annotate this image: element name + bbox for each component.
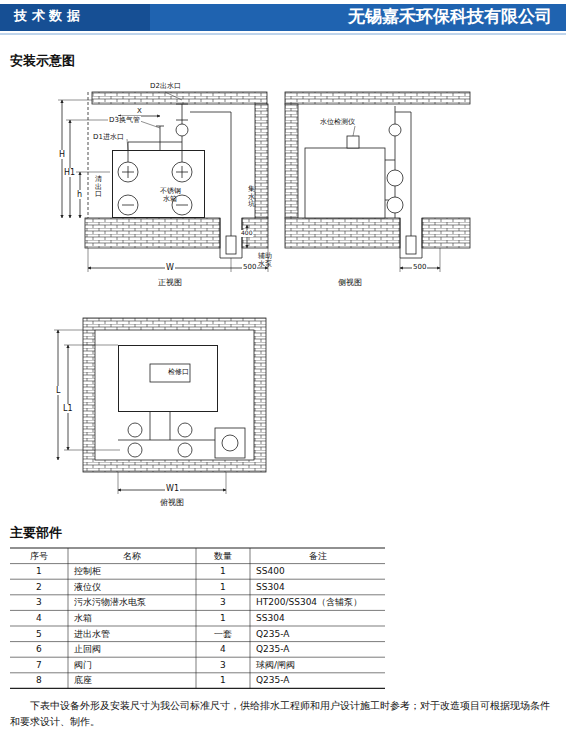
table-rule <box>10 688 385 689</box>
table-cell: Q235-A <box>256 675 289 685</box>
table-cell: Q235-A <box>256 629 289 639</box>
table-cell: 4 <box>36 613 42 623</box>
dimension-label: 400 <box>240 230 253 237</box>
table-rule <box>10 547 385 548</box>
table-rule <box>10 672 385 673</box>
table-cell: Q235-A <box>256 644 289 654</box>
table-rule <box>10 594 385 595</box>
dimension-label: 500 <box>412 263 427 271</box>
table-rule <box>68 548 69 688</box>
table-cell: 污水污物潜水电泵 <box>74 597 146 607</box>
table-cell: 控制柜 <box>74 566 101 576</box>
dimension-label: L1 <box>62 404 74 413</box>
table-cell: 1 <box>220 675 226 685</box>
water-tank: 不锈钢水箱 <box>112 150 205 218</box>
dimension-label: h <box>76 190 83 199</box>
table-cell: 阀门 <box>74 660 92 670</box>
header-title: 技 术 数 据 <box>14 9 80 24</box>
dimension-label: W <box>165 263 175 272</box>
table-cell: 6 <box>36 644 42 654</box>
table-cell: 一套 <box>214 629 232 639</box>
dimension-label: D1进水口 <box>92 133 125 141</box>
dimension-label: H1 <box>63 168 76 177</box>
dimension-label: X <box>136 107 143 115</box>
table-cell: 3 <box>36 597 42 607</box>
drawing-label: 俯视图 <box>160 498 184 507</box>
table-cell: 1 <box>220 613 226 623</box>
table-rule <box>10 657 385 658</box>
table-cell: HT200/SS304（含辅泵） <box>256 597 362 607</box>
drawing-label: 侧视图 <box>338 278 362 287</box>
dimension-label: L <box>55 386 61 395</box>
drawing-label: 主要部件 <box>10 526 62 541</box>
table-cell: 水箱 <box>74 613 92 623</box>
table-rule <box>196 548 197 688</box>
table-cell: 2 <box>36 582 42 592</box>
drawing-label: 正视图 <box>158 278 182 287</box>
table-cell: 名称 <box>123 551 141 561</box>
table-cell: 1 <box>220 566 226 576</box>
table-cell: 8 <box>36 675 42 685</box>
drawing-label: 下表中设备外形及安装尺寸为我公司标准尺寸，供给排水工程师和用户设计施工时参考；对… <box>10 698 556 730</box>
table-cell: 液位仪 <box>74 582 101 592</box>
drawing-label: 水位检测仪 <box>320 118 355 126</box>
table-cell: 1 <box>36 566 42 576</box>
dimension-label: 500 <box>242 263 257 271</box>
table-rule <box>10 626 385 627</box>
section-title: 安装示意图 <box>10 54 75 69</box>
table-cell: SS400 <box>256 566 285 576</box>
drawing-label: 清出口 <box>95 176 102 199</box>
table-cell: 4 <box>220 644 226 654</box>
table-cell: SS304 <box>256 582 285 592</box>
table-cell: 止回阀 <box>74 644 101 654</box>
table-cell: 进出水管 <box>74 629 110 639</box>
table-rule <box>250 548 251 688</box>
table-cell: 1 <box>220 582 226 592</box>
tank-label: 检修口 <box>168 368 189 376</box>
table-cell: SS304 <box>256 613 285 623</box>
table-rule <box>10 563 385 564</box>
tank-label: 不锈钢水箱 <box>159 187 181 203</box>
dimension-label: D3换气管 <box>108 116 141 124</box>
tank-top: 检修口 <box>118 345 218 412</box>
dimension-label: D2出水口 <box>149 82 182 90</box>
table-cell: 3 <box>220 660 226 670</box>
table-cell: 备注 <box>309 551 327 561</box>
drawing-label: 集水坑 <box>248 186 255 209</box>
table-cell: 5 <box>36 629 42 639</box>
dimension-label: H <box>58 150 66 159</box>
table-cell: 数量 <box>214 551 232 561</box>
table-cell: 球阀/闸阀 <box>256 660 295 670</box>
table-rule <box>10 641 385 642</box>
table-cell: 7 <box>36 660 42 670</box>
table-cell: 底座 <box>74 675 92 685</box>
table-rule <box>10 579 385 580</box>
table-rule <box>10 610 385 611</box>
table-cell: 3 <box>220 597 226 607</box>
company-name: 无锡嘉禾环保科技有限公司 <box>348 7 552 27</box>
table-cell: 序号 <box>30 551 48 561</box>
drawing-label: 辅助水泵 <box>258 252 273 268</box>
dimension-label: W1 <box>165 484 180 493</box>
